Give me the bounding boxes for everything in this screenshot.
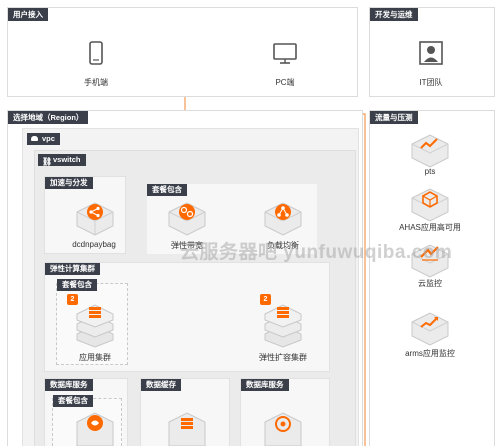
share-icon xyxy=(76,202,114,236)
monitor-icon xyxy=(411,244,449,278)
elastic-header: 弹性计算集群 xyxy=(45,263,100,275)
cube-icon xyxy=(411,188,449,222)
it-team-label: IT团队 xyxy=(419,78,443,87)
ahas-node[interactable] xyxy=(409,182,451,224)
bandwidth-label: 弹性带宽 xyxy=(171,241,203,250)
mobile-icon[interactable] xyxy=(83,40,109,66)
region-header: 选择地域（Region） xyxy=(8,111,89,124)
package-bottom-header: 套餐包含 xyxy=(53,395,93,407)
accel-header: 加速与分发 xyxy=(45,177,93,189)
load-balancer-icon xyxy=(264,202,302,236)
user-access-header: 用户接入 xyxy=(8,8,48,21)
app-cluster-node[interactable] xyxy=(74,300,116,348)
cms-node[interactable] xyxy=(409,238,451,280)
cms-label: 云监控 xyxy=(418,279,442,288)
storage-icon[interactable] xyxy=(262,408,304,446)
dcdn-label: dcdnpaybag xyxy=(72,240,116,249)
watermark: 云服务器吧 yunfuwuqiba.com xyxy=(180,242,453,263)
app-cluster-count-badge: 2 xyxy=(67,294,78,305)
package-left-header: 套餐包含 xyxy=(57,279,97,291)
app-cluster-label: 应用集群 xyxy=(79,353,111,362)
ess-node[interactable] xyxy=(262,300,304,348)
vpc-header: vpc xyxy=(27,133,60,145)
slb-node[interactable] xyxy=(262,196,304,238)
ahas-label: AHAS应用高可用 xyxy=(399,223,461,232)
vpc-label: vpc xyxy=(42,134,55,143)
pc-label: PC端 xyxy=(275,78,295,87)
slb-label: 负载均衡 xyxy=(267,241,299,250)
bandwidth-icon xyxy=(168,202,206,236)
cache-icon[interactable] xyxy=(166,408,208,446)
trend-icon xyxy=(411,312,449,346)
dev-ops-panel: 开发与运维 xyxy=(369,7,495,97)
vswitch-header: ⛓ vswitch xyxy=(38,154,86,166)
user-access-panel: 用户接入 xyxy=(7,7,358,97)
mobile-label: 手机端 xyxy=(84,78,108,87)
server-stack-icon xyxy=(264,304,302,348)
traffic-header: 流量与压测 xyxy=(370,111,418,124)
server-stack-icon xyxy=(76,304,114,348)
pts-label: pts xyxy=(424,167,436,176)
dcdn-node[interactable] xyxy=(74,196,116,238)
package-top-header: 套餐包含 xyxy=(147,184,187,196)
cache-header: 数据缓存 xyxy=(141,379,181,391)
bandwidth-node[interactable] xyxy=(166,196,208,238)
cloud-icon xyxy=(31,136,38,141)
user-icon[interactable] xyxy=(418,40,444,66)
dev-ops-header: 开发与运维 xyxy=(370,8,418,21)
db-right-header: 数据库服务 xyxy=(241,379,289,391)
chart-icon xyxy=(411,134,449,168)
db-left-header: 数据库服务 xyxy=(45,379,93,391)
link-icon: ⛓ xyxy=(42,157,53,166)
arms-label: arms应用监控 xyxy=(405,349,455,358)
ess-count-badge: 2 xyxy=(260,294,271,305)
pc-icon[interactable] xyxy=(272,40,298,66)
arms-node[interactable] xyxy=(409,306,451,348)
pts-node[interactable] xyxy=(409,128,451,170)
vswitch-label: vswitch xyxy=(53,155,81,164)
database-icon[interactable] xyxy=(74,408,116,446)
ess-label: 弹性扩容集群 xyxy=(259,353,307,362)
